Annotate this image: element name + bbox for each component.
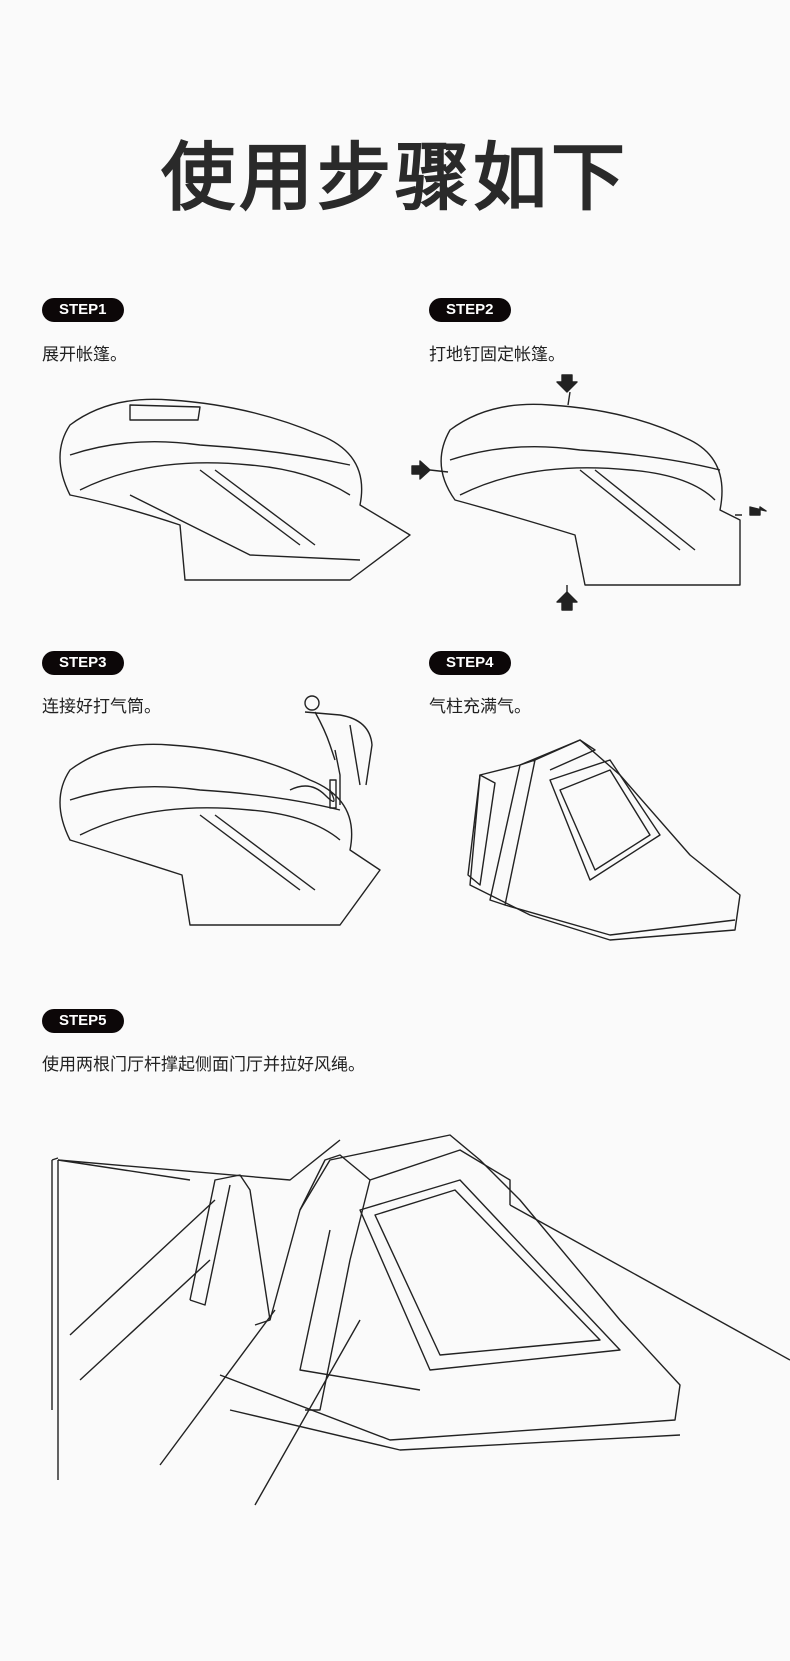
pump-connection-illustration [59, 695, 381, 926]
step5-text: 使用两根门厅杆撑起侧面门厅并拉好风绳。 [42, 1055, 365, 1075]
step1-badge: STEP1 [42, 298, 124, 322]
step3-badge: STEP3 [42, 651, 124, 675]
staked-tent-illustration [411, 374, 767, 611]
step4-badge: STEP4 [429, 651, 511, 675]
page-title: 使用步骤如下 [161, 135, 629, 221]
step5-badge: STEP5 [42, 1009, 124, 1033]
inflated-tent-illustration [467, 739, 741, 941]
step2-badge: STEP2 [429, 298, 511, 322]
step1-text: 展开帐篷。 [42, 345, 127, 365]
unfolded-tent-illustration [59, 398, 411, 581]
step3-text: 连接好打气筒。 [42, 697, 161, 717]
awning-setup-illustration [51, 1134, 790, 1506]
step2-text: 打地钉固定帐篷。 [429, 345, 565, 365]
step4-text: 气柱充满气。 [429, 697, 531, 717]
